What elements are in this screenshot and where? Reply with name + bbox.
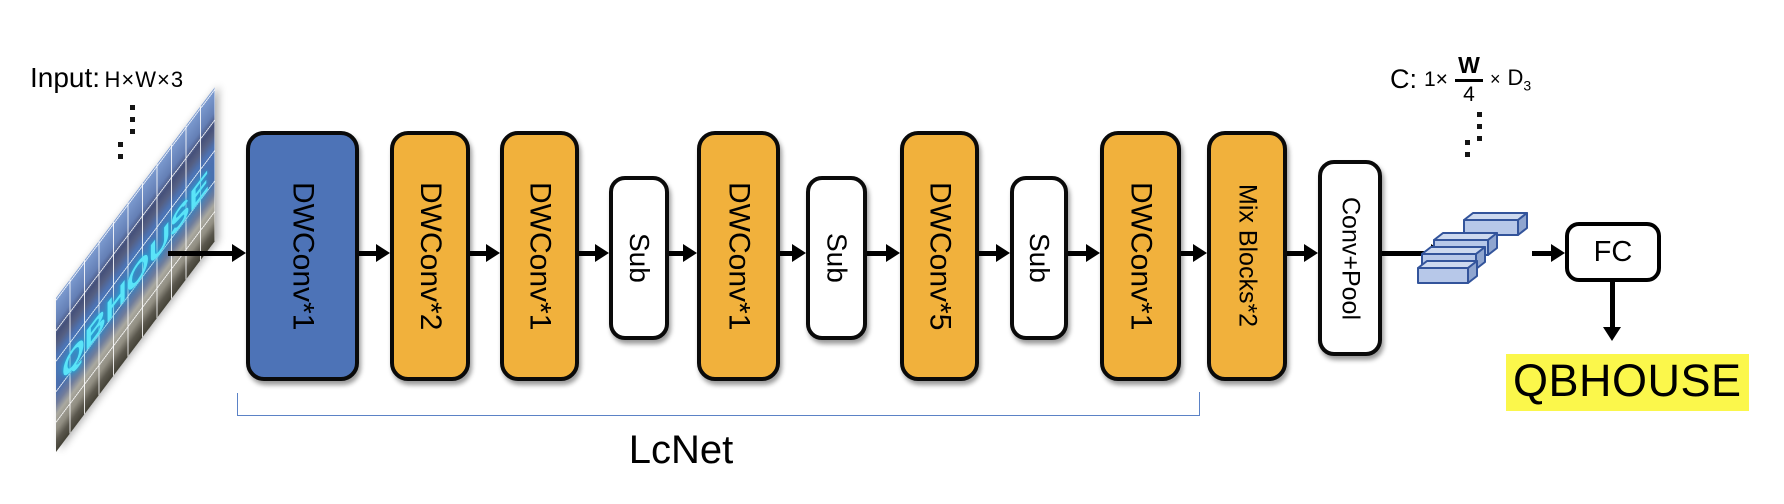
dot <box>1477 124 1482 129</box>
fc-box: FC <box>1565 222 1661 282</box>
dot <box>118 142 123 147</box>
arrow-icon <box>579 244 609 262</box>
dot <box>118 154 123 159</box>
arrow-icon <box>1287 244 1318 262</box>
block-dwconv-4: DWConv*1 <box>697 131 780 381</box>
block-label: Conv+Pool <box>1336 196 1365 320</box>
input-image: QBHOUSE <box>56 86 215 452</box>
arrow-icon <box>1068 244 1100 262</box>
block-sub-3: Sub <box>1010 176 1068 340</box>
arrow-icon <box>1181 244 1207 262</box>
c-times: × <box>1489 69 1501 89</box>
arrow-icon <box>168 244 246 262</box>
dot <box>1465 140 1470 145</box>
block-label: Mix Blocks*2 <box>1233 184 1262 328</box>
output-text: QBHOUSE <box>1506 354 1749 411</box>
block-mix-blocks: Mix Blocks*2 <box>1207 131 1287 381</box>
arrow-icon <box>669 244 697 262</box>
lcnet-label: LcNet <box>628 428 734 472</box>
arrow-icon <box>867 244 900 262</box>
arrow-icon <box>470 244 500 262</box>
arrow-icon <box>1532 244 1565 262</box>
ellipsis-dots-icon <box>130 105 135 134</box>
arrow-icon <box>780 244 806 262</box>
block-dwconv-3: DWConv*1 <box>500 131 579 381</box>
c-prefix: C: <box>1390 64 1417 94</box>
block-dwconv-1: DWConv*1 <box>246 131 359 381</box>
ellipsis-dots-icon <box>118 142 123 159</box>
dot <box>1465 152 1470 157</box>
block-label: DWConv*5 <box>923 181 957 331</box>
ellipsis-dots-icon <box>1477 112 1482 141</box>
fc-label: FC <box>1593 235 1633 268</box>
block-label: DWConv*1 <box>523 181 557 331</box>
c-fraction: W 4 <box>1454 52 1483 106</box>
arrow-icon <box>979 244 1010 262</box>
dot <box>130 105 135 110</box>
fraction-denominator: 4 <box>1463 83 1475 106</box>
block-label: Sub <box>1024 233 1055 283</box>
feature-maps-icon <box>1417 212 1528 284</box>
image-sign-text: QBHOUSE <box>62 162 209 390</box>
arrow-icon <box>359 244 390 262</box>
down-arrow-icon <box>1603 282 1621 341</box>
block-label: DWConv*1 <box>1124 181 1158 331</box>
output-dim-label: C: 1× W 4 × D3 <box>1390 52 1531 106</box>
input-label-prefix: Input: <box>30 62 101 93</box>
dot <box>130 129 135 134</box>
lcnet-brace-tick <box>1199 392 1200 415</box>
c-factor: 1× <box>1424 67 1448 91</box>
dot <box>1477 112 1482 117</box>
c-depth-base: D <box>1507 65 1524 91</box>
lcnet-brace-tick <box>237 393 238 415</box>
block-label: Sub <box>624 233 655 283</box>
c-depth-sub: 3 <box>1523 77 1532 94</box>
input-dims: H×W×3 <box>104 67 185 92</box>
fraction-numerator: W <box>1458 52 1480 78</box>
block-sub-1: Sub <box>609 176 669 340</box>
input-label: Input: H×W×3 <box>30 62 184 94</box>
block-conv-pool: Conv+Pool <box>1318 160 1382 356</box>
dot <box>130 117 135 122</box>
fraction-bar <box>1454 79 1483 82</box>
lcnet-brace <box>237 415 1200 416</box>
block-dwconv-5: DWConv*5 <box>900 131 979 381</box>
ellipsis-dots-icon <box>1465 140 1470 157</box>
block-label: DWConv*1 <box>722 181 756 331</box>
block-dwconv-6: DWConv*1 <box>1100 131 1181 381</box>
block-sub-2: Sub <box>806 176 867 340</box>
block-label: Sub <box>821 233 853 283</box>
block-label: DWConv*2 <box>414 181 447 331</box>
block-dwconv-2: DWConv*2 <box>390 131 470 381</box>
block-label: DWConv*1 <box>286 181 320 331</box>
dot <box>1477 136 1482 141</box>
c-depth: D3 <box>1507 65 1531 93</box>
